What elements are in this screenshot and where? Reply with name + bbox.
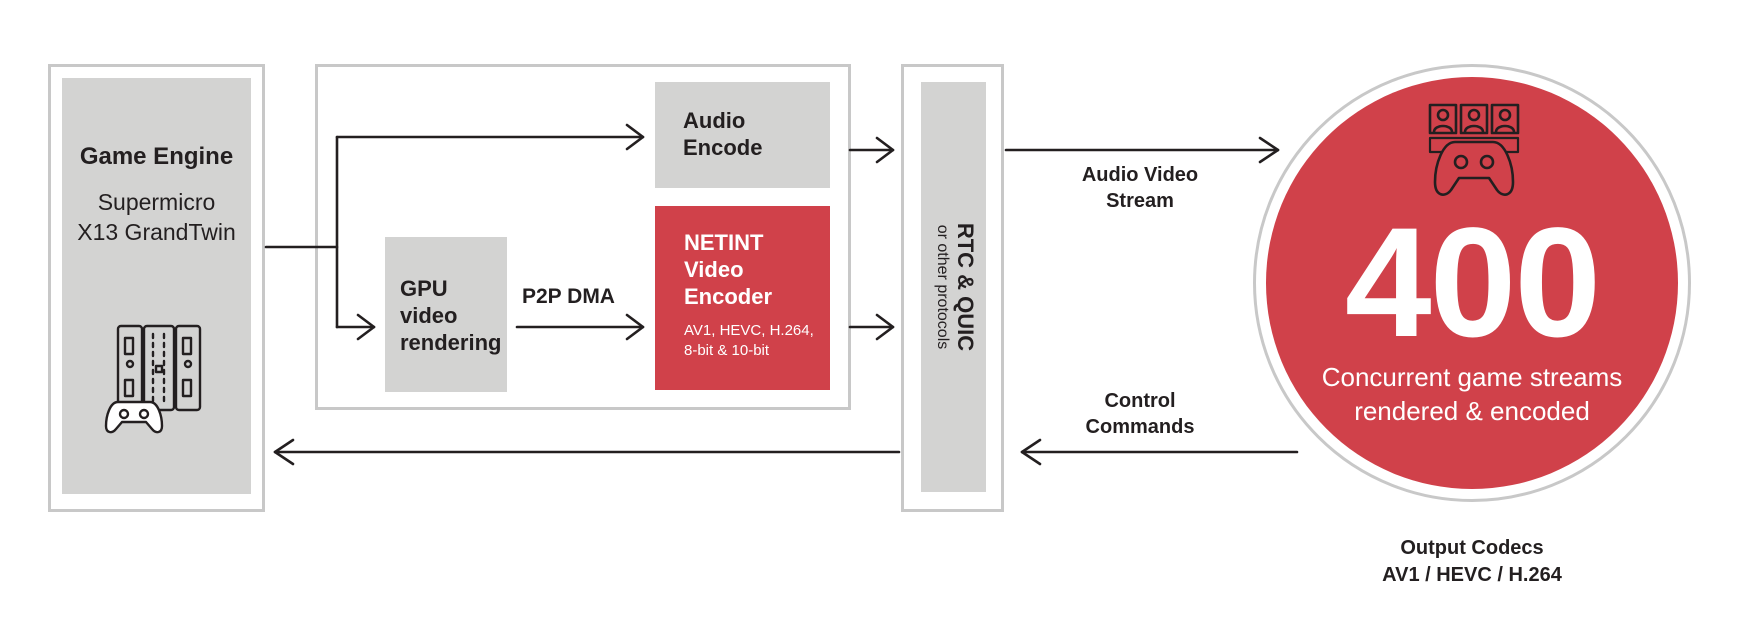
gpu-label-1: GPU: [400, 276, 448, 301]
to-audio-arrowhead: [625, 123, 645, 151]
audio-encode-box: [655, 82, 830, 188]
p2p-dma-label: P2P DMA: [522, 285, 615, 308]
audio-to-rtc-arrowhead: [875, 136, 895, 164]
netint-codecs-1: AV1, HEVC, H.264,: [684, 322, 814, 339]
rtc-box: [921, 82, 986, 492]
netint-encoder-box: [655, 206, 830, 390]
return-to-engine-arrowhead: [273, 438, 295, 466]
stream-out-arrowhead: [1258, 136, 1280, 164]
netint-label-3: Encoder: [684, 284, 773, 309]
game-engine-title: Game Engine: [79, 143, 234, 170]
gamepad-icon: [104, 400, 164, 434]
audio-encode-label-2: Encode: [683, 135, 763, 160]
output-codecs-label-1: Output Codecs: [1400, 537, 1544, 559]
control-in-arrowhead: [1020, 438, 1042, 466]
netint-label-1: NETINT: [684, 230, 764, 255]
encoder-to-rtc-arrowhead: [875, 313, 895, 341]
control-commands-label-1: Control: [1104, 390, 1176, 412]
gpu-rendering-box: [385, 237, 507, 392]
streams-caption-1: Concurrent game streams: [1321, 362, 1623, 392]
game-engine-subtitle-2: X13 GrandTwin: [77, 219, 236, 245]
control-commands-label-2: Commands: [1085, 416, 1195, 438]
gpu-label-3: rendering: [400, 330, 502, 355]
audio-video-stream-label-1: Audio Video: [1081, 164, 1199, 186]
audio-video-stream-label-2: Stream: [1106, 190, 1174, 212]
gpu-label-2: video: [400, 303, 458, 328]
netint-label-2: Video: [684, 257, 744, 282]
players-icon: [1428, 103, 1520, 196]
streams-count: 400: [1344, 196, 1601, 370]
p2p-arrowhead: [625, 313, 645, 341]
output-codecs-label-2: AV1 / HEVC / H.264: [1382, 564, 1562, 586]
audio-encode-label-1: Audio: [683, 108, 746, 133]
to-gpu-arrowhead: [356, 313, 376, 341]
netint-codecs-2: 8-bit & 10-bit: [684, 342, 770, 359]
streams-caption-2: rendered & encoded: [1354, 396, 1590, 426]
game-engine-subtitle-1: Supermicro: [97, 189, 216, 215]
